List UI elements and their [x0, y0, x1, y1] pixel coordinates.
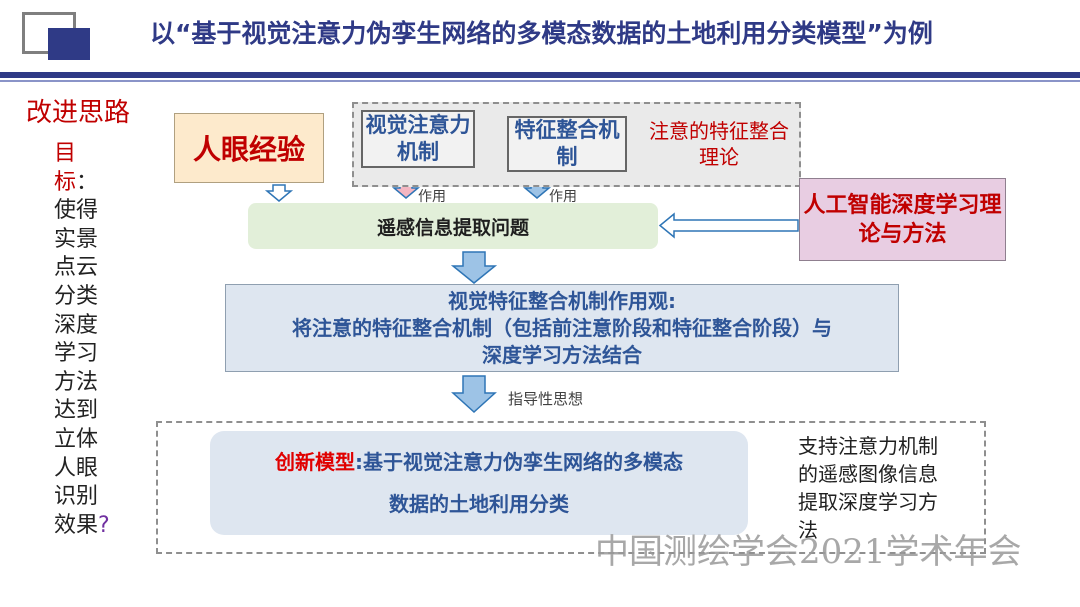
goal-question-mark: ? — [98, 512, 110, 538]
view-line-2: 将注意的特征整合机制（包括前注意阶段和特征整合阶段）与 — [292, 315, 832, 340]
arrow-human-down — [264, 184, 294, 202]
support-text: 支持注意力机制的遥感图像信息提取深度学习方法 — [798, 434, 938, 542]
attention-theory-label: 注意的特征整合理论 — [649, 119, 789, 169]
arrow-ai-left — [658, 212, 799, 239]
header-divider — [0, 72, 1080, 78]
guiding-thought-label: 指导性思想 — [508, 390, 584, 408]
arrow-view-to-model — [451, 375, 497, 414]
innovation-model-box: 创新模型:基于视觉注意力伪孪生网络的多模态 数据的土地利用分类 — [210, 431, 748, 535]
view-line-1: 视觉特征整合机制作用观: — [448, 288, 676, 313]
ai-theory-box: 人工智能深度学习理论与方法 — [799, 178, 1006, 261]
slide-title: 以“基于视觉注意力伪孪生网络的多模态数据的土地利用分类模型”为例 — [150, 19, 933, 48]
view-box: 视觉特征整合机制作用观: 将注意的特征整合机制（包括前注意阶段和特征整合阶段）与… — [225, 284, 899, 372]
header-divider-thin — [0, 80, 1080, 82]
goal-text: 目标：使得实景点云分类深度学习方法达到立体人眼识别效果? — [54, 140, 110, 540]
view-line-3: 深度学习方法结合 — [482, 342, 642, 367]
visual-attention-box: 视觉注意力机制 — [361, 110, 475, 168]
goal-body: ：使得实景点云分类深度学习方法达到立体人眼识别效果 — [54, 169, 99, 538]
logo-square-front — [48, 28, 90, 60]
watermark: 中国测绘学会2021学术年会 — [595, 532, 1022, 572]
arrow-remote-to-view — [450, 251, 498, 284]
remote-sensing-problem-box: 遥感信息提取问题 — [248, 203, 658, 249]
effect-label-visual: 作用 — [418, 189, 446, 205]
effect-label-feature: 作用 — [549, 189, 577, 205]
model-text-line-1: :基于视觉注意力伪孪生网络的多模态 — [355, 450, 683, 474]
section-title: 改进思路 — [26, 98, 131, 128]
goal-label: 目标 — [54, 141, 77, 195]
innovation-group — [156, 421, 986, 554]
model-label: 创新模型 — [275, 450, 355, 474]
human-experience-box: 人眼经验 — [174, 113, 324, 183]
feature-integration-box: 特征整合机制 — [507, 116, 627, 172]
model-text-line-2: 数据的土地利用分类 — [389, 492, 569, 516]
